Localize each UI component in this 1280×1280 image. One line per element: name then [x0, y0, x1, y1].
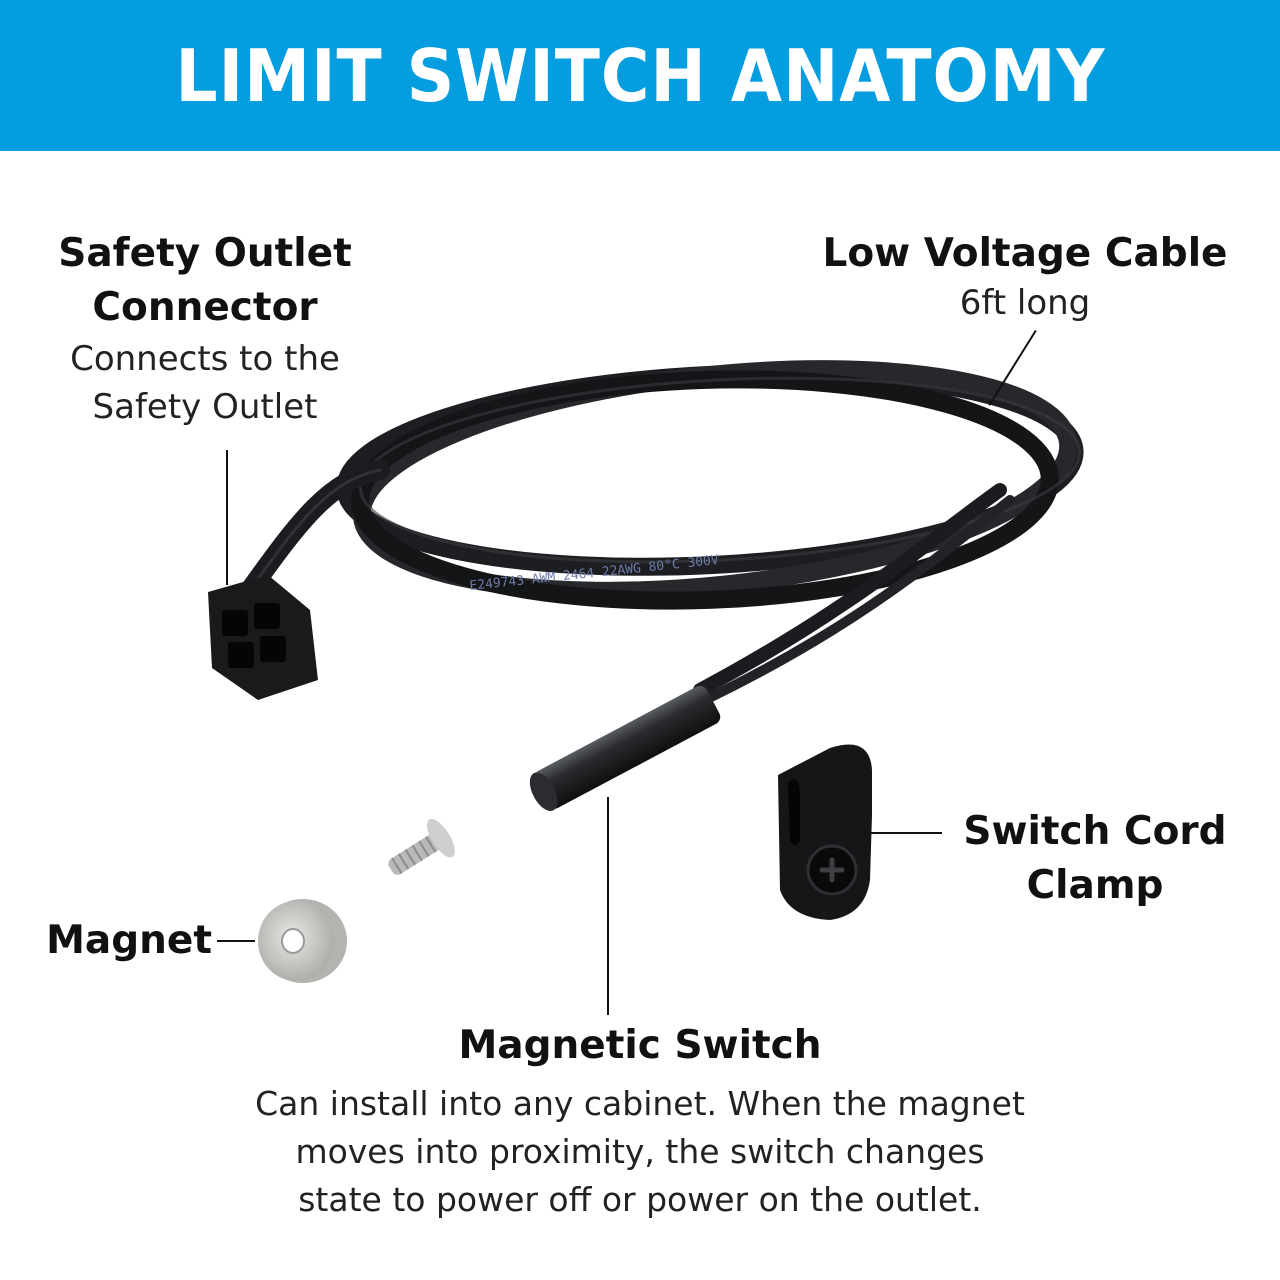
cable-callout: Low Voltage Cable 6ft long	[800, 226, 1250, 324]
magnetic-switch-image	[529, 685, 721, 811]
switch-callout: Magnetic Switch Can install into any cab…	[180, 1018, 1100, 1224]
connector-leader-line	[226, 450, 228, 585]
magnet-image	[258, 899, 347, 983]
connector-title-line2: Connector	[92, 285, 318, 330]
connector-image	[208, 575, 318, 700]
connector-title-line1: Safety Outlet	[58, 231, 352, 276]
switch-desc-line2: moves into proximity, the switch changes	[295, 1132, 985, 1171]
magnet-leader-line	[217, 940, 255, 942]
connector-desc-line1: Connects to the	[70, 339, 340, 379]
connector-desc-line2: Safety Outlet	[92, 387, 318, 427]
cable-coil-image: E249743 AWM 2464 22AWG 80°C 300V	[240, 360, 1084, 705]
header-banner: LIMIT SWITCH ANATOMY	[0, 0, 1280, 151]
magnet-callout: Magnet	[30, 914, 212, 968]
connector-callout: Safety Outlet Connector Connects to the …	[40, 226, 370, 430]
cable-desc: 6ft long	[959, 283, 1091, 323]
switch-desc-line3: state to power off or power on the outle…	[298, 1180, 982, 1219]
clamp-title-line2: Clamp	[1026, 863, 1164, 908]
page-title: LIMIT SWITCH ANATOMY	[175, 33, 1105, 118]
switch-leader-line	[607, 797, 609, 1015]
switch-title: Magnetic Switch	[458, 1023, 822, 1068]
switch-desc-line1: Can install into any cabinet. When the m…	[255, 1084, 1025, 1123]
screw-image	[388, 818, 455, 875]
magnet-title: Magnet	[46, 918, 212, 963]
clamp-title-line1: Switch Cord	[963, 809, 1227, 854]
clamp-callout: Switch Cord Clamp	[950, 805, 1240, 913]
clamp-leader-line	[864, 832, 942, 834]
cord-clamp-image	[778, 744, 872, 920]
cable-title: Low Voltage Cable	[822, 231, 1228, 276]
